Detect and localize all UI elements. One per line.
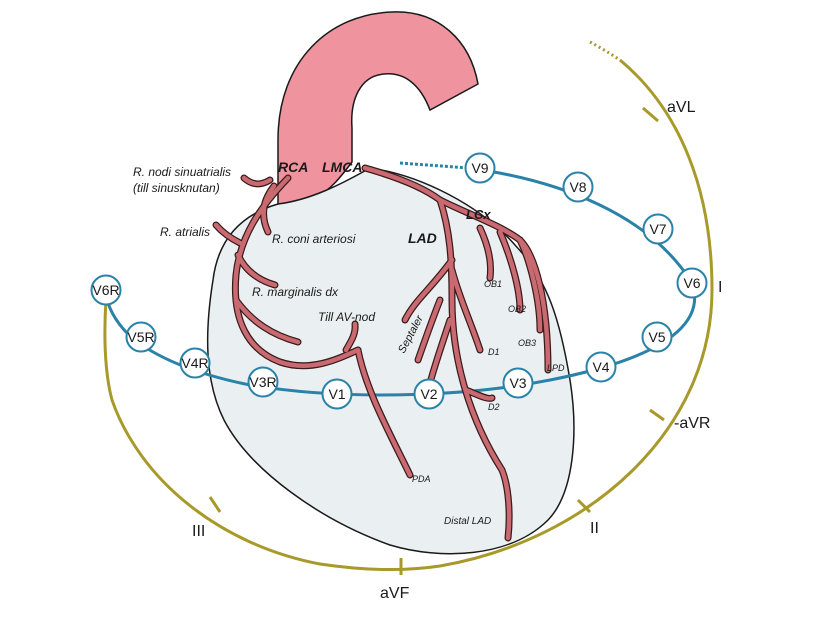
label-lcx: LCx — [466, 207, 491, 222]
svg-text:V6: V6 — [683, 275, 700, 291]
d1-vessel — [449, 267, 483, 353]
lead-node-v5: V5 — [641, 321, 673, 353]
label-nodi-1: R. nodi sinuatrialis — [133, 165, 231, 179]
label-ob1: OB1 — [484, 279, 502, 289]
coni-vessel — [261, 183, 277, 235]
svg-text:V7: V7 — [649, 221, 666, 237]
svg-text:V4R: V4R — [181, 355, 208, 371]
svg-text:V4: V4 — [592, 359, 609, 375]
nodi-vessel — [241, 175, 273, 187]
lead-node-v4r: V4R — [179, 347, 211, 379]
marginalis-vessel-2 — [233, 297, 301, 345]
tick-avl — [642, 106, 659, 123]
label-distal-lad: Distal LAD — [444, 516, 491, 527]
lead-node-v3: V3 — [502, 367, 534, 399]
tick-neg-avr — [649, 408, 665, 422]
tick-iii — [208, 496, 222, 513]
coronary-vessels — [212, 164, 552, 542]
svg-text:V5: V5 — [648, 329, 665, 345]
svg-text:V8: V8 — [569, 179, 586, 195]
lead-node-v2: V2 — [413, 378, 445, 410]
septal-vessel — [402, 257, 455, 323]
av-nod-vessel — [343, 321, 358, 353]
label-lpd: LPD — [547, 363, 565, 373]
label-coni: R. coni arteriosi — [272, 232, 356, 246]
label-av-nod: Till AV-nod — [318, 310, 375, 324]
label-ob2: OB2 — [508, 304, 526, 314]
ob1-vessel — [477, 225, 493, 281]
d2-vessel — [463, 387, 495, 401]
label-ob3: OB3 — [518, 338, 536, 348]
lead-node-v1: V1 — [321, 378, 353, 410]
svg-text:V6R: V6R — [92, 282, 119, 298]
diag-vessel — [415, 297, 443, 363]
rca-vessel — [233, 175, 361, 368]
svg-text:V3: V3 — [509, 375, 526, 391]
lead-node-v4: V4 — [585, 351, 617, 383]
precordial-dotted — [399, 161, 469, 170]
label-atrialis: R. atrialis — [160, 225, 210, 239]
limb-label-avf: aVF — [380, 585, 410, 602]
limb-label-avl: aVL — [667, 99, 696, 116]
lead-node-v9: V9 — [464, 152, 496, 184]
label-marginalis: R. marginalis dx — [252, 285, 339, 299]
svg-text:V5R: V5R — [127, 329, 154, 345]
precordial-nodes: V9 V8 V7 V6 V5 V4 V3 V2 — [90, 152, 708, 410]
limb-label-neg-avr: -aVR — [674, 415, 710, 432]
limb-label-iii: III — [192, 523, 205, 540]
label-rca: RCA — [278, 159, 308, 175]
limb-ring-arc — [103, 58, 714, 572]
lead-node-v5r: V5R — [125, 321, 157, 353]
lmca-vessel — [362, 165, 443, 203]
label-nodi-2: (till sinusknutan) — [133, 181, 220, 195]
lead-node-v8: V8 — [562, 171, 594, 203]
limb-label-ii: II — [590, 520, 599, 537]
atrialis-vessel — [213, 222, 243, 246]
marginalis-vessel-1 — [235, 252, 278, 288]
ob3-vessel — [517, 237, 543, 333]
label-d2: D2 — [488, 402, 500, 412]
lead-node-v7: V7 — [642, 213, 674, 245]
tick-ii — [576, 498, 592, 514]
svg-text:V1: V1 — [328, 386, 345, 402]
label-d1: D1 — [488, 347, 500, 357]
limb-ring-dotted — [589, 40, 621, 62]
label-lad: LAD — [408, 230, 437, 246]
lad-vessel — [437, 197, 512, 541]
label-lmca: LMCA — [322, 159, 362, 175]
limb-label-i: I — [718, 279, 722, 296]
svg-text:V9: V9 — [471, 160, 488, 176]
lead-node-v3r: V3R — [247, 366, 279, 398]
svg-text:V2: V2 — [420, 386, 437, 402]
lead-node-v6: V6 — [676, 267, 708, 299]
label-pda: PDA — [412, 474, 431, 484]
heart-outline — [206, 167, 575, 555]
lead-node-v6r: V6R — [90, 274, 122, 306]
limb-lead-ring — [103, 40, 714, 575]
ob2-vessel — [497, 229, 523, 313]
svg-text:V3R: V3R — [249, 374, 276, 390]
pda-vessel — [355, 347, 413, 478]
